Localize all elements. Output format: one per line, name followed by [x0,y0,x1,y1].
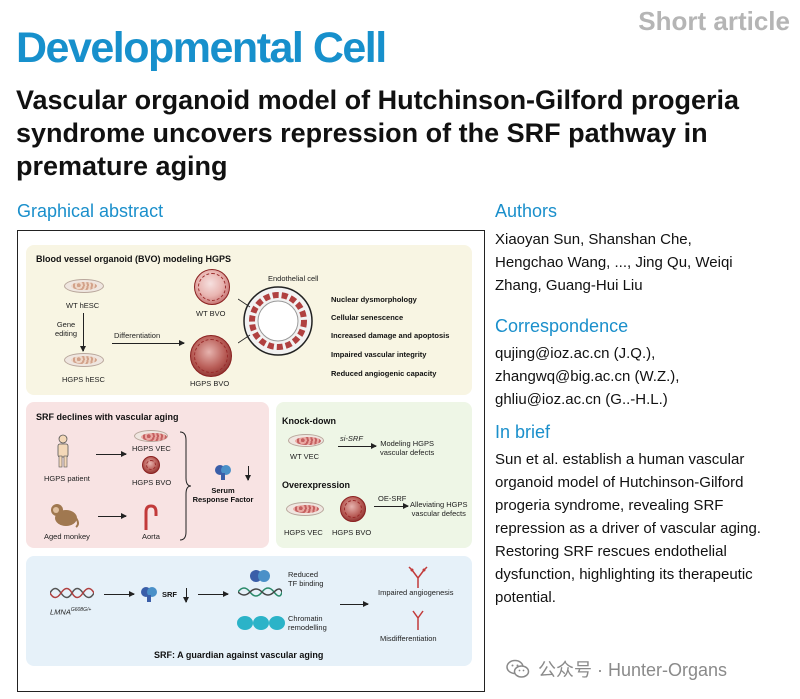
guardian-panel: LMNAG608G/+ SRF Reduced TF binding Chrom… [26,556,472,666]
bvo-panel: Blood vessel organoid (BVO) modeling HGP… [26,245,472,395]
wt-bvo-organoid [194,269,230,305]
srf-decline-panel: SRF declines with vascular aging HGPS pa… [26,402,269,548]
alleviating-label: Alleviating HGPS vascular defects [410,500,468,518]
si-srf-label: si-SRF [340,434,363,443]
hgps-vec-dish [286,502,324,516]
aorta-label: Aorta [142,532,160,541]
gene-editing-label: Gene editing [54,320,78,338]
hgps-vec-dish [134,430,168,442]
lmna-genotype: G608G/+ [70,607,92,613]
misdifferentiation-icon [412,610,424,630]
authors-heading: Authors [495,201,558,221]
correspondence-heading: Correspondence [495,316,629,336]
vessel-cross-section-icon [238,286,313,356]
chromatin-label: Chromatin remodelling [288,614,327,632]
srf-down-arrow [183,588,189,603]
lmna-text: LMNA [50,607,71,617]
knockdown-arrow [338,443,377,449]
watermark-text: 公众号 · Hunter-Organs [538,660,728,680]
reduced-tf-label: Reduced TF binding [288,570,324,588]
srf-protein-icon [215,465,231,480]
hgps-patient-label: HGPS patient [44,474,90,483]
patient-icon [57,434,69,468]
tf-binding-icon [238,570,282,597]
authors-list: Xiaoyan Sun, Shanshan Che, Hengchao Wang… [495,231,733,294]
email-list: qujing@ioz.ac.cn (J.Q.), zhangwq@big.ac.… [495,342,679,411]
endothelial-cell-label: Endothelial cell [268,274,319,283]
hgps-bvo-organoid [340,496,366,522]
chromatin-icon [237,616,285,630]
email-link[interactable]: zhangwq@big.ac.cn (W.Z.), [495,368,680,385]
hgps-hesc-dish [64,353,104,367]
hgps-vec-label: HGPS VEC [132,444,171,453]
knockdown-panel: Knock-down WT VEC si-SRF Modeling HGPS v… [276,402,472,548]
hgps-bvo-label: HGPS BVO [332,528,372,537]
bracket-icon [179,431,192,541]
srf-decline-title: SRF declines with vascular aging [36,412,179,422]
patient-arrow [96,451,127,457]
dna-icon [50,587,94,599]
knockdown-title: Knock-down [282,416,336,426]
monkey-arrow [98,513,127,519]
impaired-angio-label: Impaired angiogenesis [378,588,454,597]
hgps-vec-label: HGPS VEC [284,528,323,537]
srf-down-arrow [245,466,251,481]
differentiation-arrow [112,340,185,346]
article-title: Vascular organoid model of Hutchinson-Gi… [16,85,740,181]
short-article-label: Short article [638,6,790,36]
in-brief-text: Sun et al. establish a human vascular or… [495,451,761,606]
misdiff-label: Misdifferentiation [380,634,437,643]
guardian-caption: SRF: A guardian against vascular aging [154,650,324,660]
phenotype-item: Reduced angiogenic capacity [331,369,437,378]
phenotype-item: Increased damage and apoptosis [331,331,450,340]
journal-name[interactable]: Developmental Cell [16,24,387,72]
lmna-label: LMNAG608G/+ [50,606,91,617]
lmna-arrow [104,591,135,597]
graphical-abstract: Blood vessel organoid (BVO) modeling HGP… [17,230,485,692]
wechat-icon [506,659,530,678]
oe-srf-label: OE-SRF [378,494,407,503]
differentiation-label: Differentiation [114,331,161,340]
overexpression-arrow [374,503,409,509]
srf-protein-icon [141,587,157,602]
hgps-bvo-label: HGPS BVO [190,379,230,388]
srf-effect-arrow [198,591,229,597]
wt-bvo-label: WT BVO [196,309,226,318]
bvo-panel-title: Blood vessel organoid (BVO) modeling HGP… [36,254,232,264]
wt-vec-label: WT VEC [290,452,320,461]
email-link[interactable]: qujing@ioz.ac.cn (J.Q.), [495,345,656,362]
aorta-icon [144,504,158,530]
aged-monkey-label: Aged monkey [44,532,90,541]
monkey-icon [51,504,79,528]
angiogenesis-icon [408,566,428,588]
phenotype-item: Impaired vascular integrity [331,350,427,359]
hgps-hesc-label: HGPS hESC [62,375,105,384]
phenotype-item: Cellular senescence [331,313,404,322]
graphical-abstract-heading: Graphical abstract [17,201,164,221]
wt-hesc-label: WT hESC [66,301,100,310]
wt-vec-dish [288,434,324,447]
hgps-bvo-organoid [190,335,232,377]
outcome-arrow [340,601,369,607]
hgps-bvo-organoid [142,456,160,474]
gene-editing-arrow [80,313,86,352]
wt-hesc-dish [64,279,104,293]
srf-label: Serum Response Factor [192,486,254,504]
watermark: 公众号 · Hunter-Organs [506,656,727,682]
phenotype-item: Nuclear dysmorphology [331,295,417,304]
modeling-label: Modeling HGPS vascular defects [380,439,435,457]
srf-label: SRF [162,590,177,599]
email-link[interactable]: ghliu@ioz.ac.cn (G..-H.L.) [495,391,668,408]
overexpression-title: Overexpression [282,480,351,490]
in-brief-heading: In brief [495,422,551,442]
hgps-bvo-label: HGPS BVO [132,478,172,487]
